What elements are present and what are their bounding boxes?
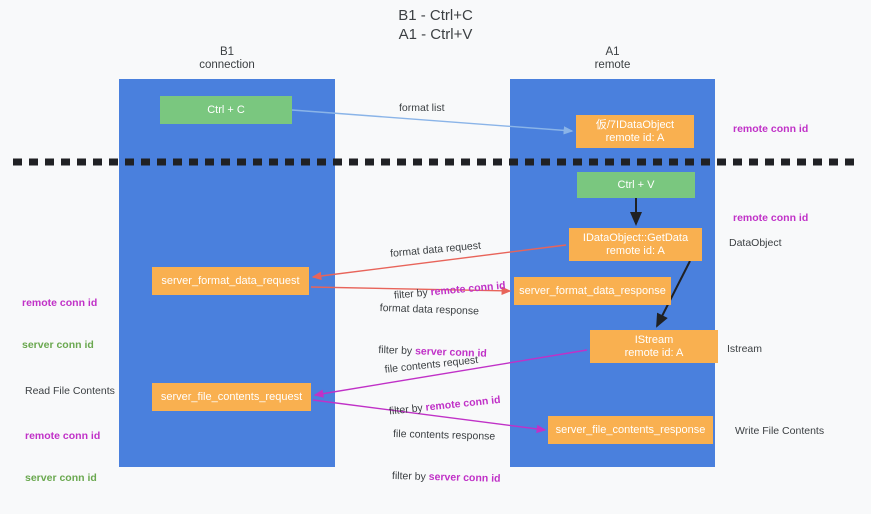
node-server-format-data-request[interactable]: server_format_data_request [152,267,309,295]
node-istream[interactable]: IStream remote id: A [590,330,718,363]
side-label-left-conn-ids: remote conn id server conn id [22,268,97,380]
filter-by-text: filter by [391,469,429,483]
node-virtual-idataobject[interactable]: 仮/7IDataObject remote id: A [576,115,694,148]
diagram-canvas: B1 - Ctrl+C A1 - Ctrl+V B1 connection A1… [13,7,860,485]
label-file-contents-request-line1: file contents request [384,354,479,376]
side-label-left-conn-ids-2: remote conn id server conn id [25,401,100,513]
side-label-left-server-conn-id-2: server conn id [25,472,97,484]
node-ctrl-v[interactable]: Ctrl + V [577,172,695,198]
side-label-write-file-contents: Write File Contents [735,425,825,437]
column-header-a1: A1 remote [594,46,631,71]
label-format-data-request-line1: format data request [389,239,482,260]
node-ctrl-c[interactable]: Ctrl + C [160,96,292,124]
side-label-remote-conn-id-top: remote conn id [733,123,809,135]
node-idataobject-getdata[interactable]: IDataObject::GetData remote id: A [569,228,702,261]
key-server-conn-id: server conn id [428,470,501,485]
label-file-contents-response-line2: filter by server conn id [392,469,501,486]
diagram-title: B1 - Ctrl+C A1 - Ctrl+V [398,7,473,43]
side-label-remote-conn-id-mid: remote conn id [733,212,809,224]
side-label-dataobject: DataObject [729,237,782,249]
label-file-contents-response-line1: file contents response [392,427,496,443]
side-label-left-remote-conn-id: remote conn id [22,297,98,309]
side-label-read-file-contents: Read File Contents [25,385,115,397]
node-server-file-contents-request[interactable]: server_file_contents_request [152,383,311,411]
node-server-file-contents-response[interactable]: server_file_contents_response [548,416,713,444]
side-label-istream: Istream [727,343,763,355]
node-server-format-data-response[interactable]: server_format_data_response [514,277,671,305]
label-format-list: format list [399,102,445,114]
label-file-contents-response: file contents response filter by server … [391,399,502,514]
label-format-data-response-line1: format data response [379,301,480,318]
column-header-b1: B1 connection [199,46,255,71]
side-label-left-server-conn-id: server conn id [22,339,94,351]
side-label-left-remote-conn-id-2: remote conn id [25,430,101,442]
